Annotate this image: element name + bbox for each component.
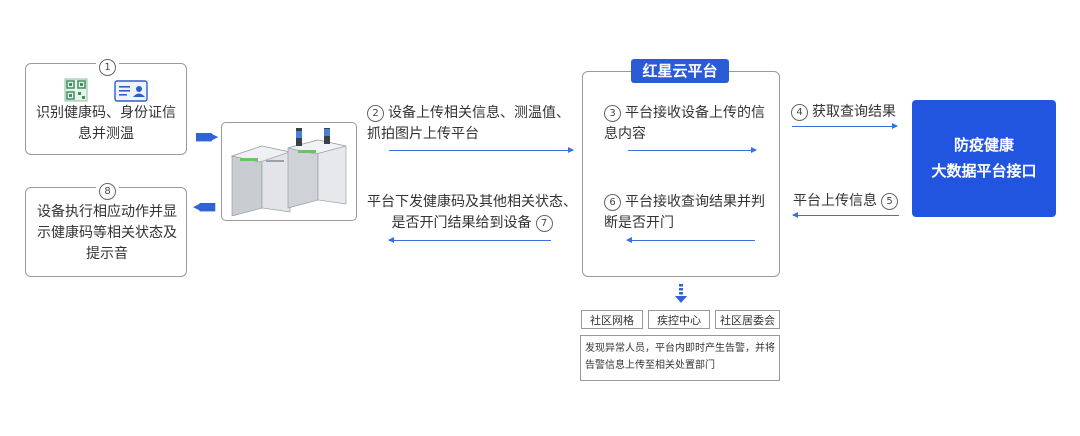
turnstile-gate-image bbox=[230, 128, 347, 216]
step3-arrow bbox=[628, 147, 757, 153]
id-card-icon bbox=[114, 80, 148, 102]
step8-text: 设备执行相应动作并显示健康码等相关状态及提示音 bbox=[37, 204, 177, 262]
step7-arrow bbox=[388, 237, 551, 243]
arrow-right-chevron: ■■▶ bbox=[195, 130, 218, 143]
bigdata-line1: 防疫健康 bbox=[953, 136, 1014, 154]
step5-arrow bbox=[792, 212, 899, 218]
platform-title: 红星云平台 bbox=[631, 59, 729, 83]
tag-cdc: 疾控中心 bbox=[648, 310, 710, 329]
tag-neighborhood-committee: 社区居委会 bbox=[715, 310, 780, 329]
bigdata-line2: 大数据平台接口 bbox=[931, 162, 1037, 180]
step1-text: 识别健康码、身份证信息并测温 bbox=[36, 105, 176, 142]
step8-number: 8 bbox=[96, 180, 119, 200]
down-arrow-icon bbox=[675, 284, 687, 303]
step6-arrow bbox=[626, 237, 755, 243]
step1-box bbox=[25, 63, 187, 155]
step4-arrow bbox=[792, 123, 898, 129]
step1-number: 1 bbox=[96, 56, 119, 76]
alert-box: 发现异常人员，平台内即时产生告警，并将告警信息上传至相关处置部门 bbox=[580, 335, 780, 381]
arrow-left-chevron: ◀■■ bbox=[193, 200, 216, 213]
bigdata-platform-box: 防疫健康 大数据平台接口 bbox=[912, 100, 1056, 217]
qr-code-icon bbox=[64, 78, 88, 102]
platform-box bbox=[582, 71, 780, 277]
tag-community-grid: 社区网格 bbox=[581, 310, 643, 329]
step2-arrow bbox=[389, 147, 574, 153]
